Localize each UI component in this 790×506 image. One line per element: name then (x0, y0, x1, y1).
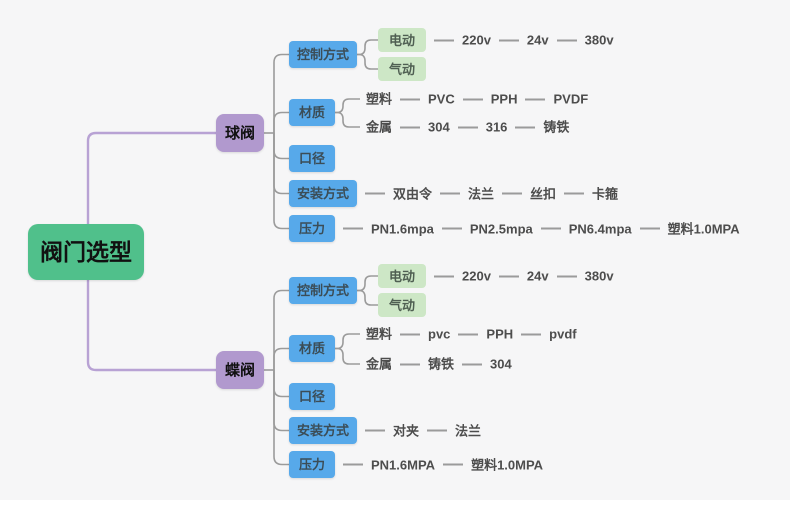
link-separator (498, 275, 519, 277)
text-node-pvc[interactable]: pvc (428, 326, 451, 342)
leaf-node-butterfly-pneumatic[interactable]: 气动 (378, 293, 426, 317)
chain-row-ball-pressure: PN1.6mpa PN2.5mpa PN6.4mpa 塑料1.0MPA (335, 222, 740, 235)
link-separator (440, 192, 461, 195)
category-node-ball-pressure[interactable]: 压力 (289, 215, 335, 242)
link-separator (556, 275, 577, 277)
leaf-node-ball-pneumatic[interactable]: 气动 (378, 57, 426, 81)
link-separator (443, 463, 464, 466)
link-separator (400, 333, 421, 335)
chain-row-butterfly-voltage: 220v 24v 380v (426, 270, 614, 283)
link-separator (434, 275, 454, 277)
text-node-plastic[interactable]: 塑料 (366, 326, 393, 342)
text-node-voltage-220v[interactable]: 220v (462, 32, 491, 48)
text-node-pvdf[interactable]: PVDF (553, 91, 589, 107)
text-node-plastic[interactable]: 塑料 (366, 91, 393, 107)
category-node-ball-control-type[interactable]: 控制方式 (289, 41, 357, 68)
text-node-pn16[interactable]: PN1.6MPA (371, 457, 436, 472)
text-node-thread[interactable]: 丝扣 (530, 186, 557, 201)
text-node-316[interactable]: 316 (485, 119, 508, 135)
text-node-clamp[interactable]: 卡箍 (592, 186, 619, 201)
text-node-pvdf[interactable]: pvdf (549, 326, 577, 342)
text-node-metal[interactable]: 金属 (366, 119, 393, 135)
link-separator (365, 192, 385, 195)
link-separator (441, 227, 462, 230)
text-node-304[interactable]: 304 (490, 356, 512, 372)
category-node-butterfly-diameter[interactable]: 口径 (289, 383, 335, 410)
link-separator (400, 126, 421, 128)
text-node-pvc[interactable]: PVC (428, 91, 455, 107)
link-separator (400, 98, 421, 100)
category-node-ball-install-method[interactable]: 安装方式 (289, 180, 357, 207)
branch-node-butterfly-valve[interactable]: 蝶阀 (216, 351, 264, 389)
chain-row-ball-plastic: 塑料 PVC PPH PVDF (366, 93, 588, 106)
text-node-plastic-10mpa[interactable]: 塑料1.0MPA (667, 221, 740, 236)
text-node-cast-iron[interactable]: 铸铁 (543, 119, 570, 135)
text-node-pn16[interactable]: PN1.6mpa (371, 221, 434, 236)
link-separator (365, 429, 385, 432)
branch-node-ball-valve[interactable]: 球阀 (216, 114, 264, 152)
link-separator (457, 126, 478, 128)
text-node-pn25[interactable]: PN2.5mpa (469, 221, 533, 236)
link-separator (515, 126, 536, 128)
link-separator (400, 363, 421, 365)
text-node-flange[interactable]: 法兰 (455, 423, 482, 438)
link-separator (498, 39, 519, 41)
link-separator (525, 98, 546, 100)
text-node-pph[interactable]: PPH (490, 91, 518, 107)
chain-row-ball-voltage: 220v 24v 380v (426, 34, 614, 47)
link-separator (462, 98, 483, 100)
chain-row-ball-metal: 金属 304 316 铸铁 (366, 121, 569, 134)
leaf-node-ball-electric[interactable]: 电动 (378, 28, 426, 52)
chain-row-butterfly-pressure: PN1.6MPA 塑料1.0MPA (335, 458, 543, 471)
link-separator (343, 227, 363, 230)
text-node-voltage-220v[interactable]: 220v (462, 268, 491, 284)
text-node-voltage-24v[interactable]: 24v (526, 268, 549, 284)
category-node-butterfly-material[interactable]: 材质 (289, 335, 335, 362)
category-node-butterfly-control-type[interactable]: 控制方式 (289, 277, 357, 304)
page-edge (0, 500, 790, 506)
category-node-butterfly-pressure[interactable]: 压力 (289, 451, 335, 478)
chain-row-butterfly-metal: 金属 铸铁 304 (366, 358, 512, 371)
link-separator (427, 429, 448, 432)
link-separator (521, 333, 542, 335)
text-node-pph[interactable]: PPH (486, 326, 514, 342)
link-separator (502, 192, 523, 195)
link-separator (556, 39, 577, 41)
link-separator (540, 227, 561, 230)
text-node-cast-iron[interactable]: 铸铁 (428, 356, 455, 372)
text-node-double-union[interactable]: 双由令 (393, 186, 433, 201)
link-separator (458, 333, 479, 335)
link-separator (639, 227, 660, 230)
chain-row-butterfly-install: 对夹 法兰 (357, 424, 481, 437)
text-node-voltage-24v[interactable]: 24v (526, 32, 549, 48)
link-separator (564, 192, 585, 195)
text-node-plastic-10mpa[interactable]: 塑料1.0MPA (471, 457, 544, 472)
link-separator (462, 363, 483, 365)
root-node-valve-selection[interactable]: 阀门选型 (28, 224, 144, 280)
chain-row-ball-install: 双由令 法兰 丝扣 卡箍 (357, 187, 618, 200)
text-node-voltage-380v[interactable]: 380v (584, 268, 614, 284)
chain-row-butterfly-plastic: 塑料 pvc PPH pvdf (366, 328, 577, 341)
text-node-wafer[interactable]: 对夹 (393, 423, 420, 438)
text-node-304[interactable]: 304 (428, 119, 450, 135)
text-node-flange[interactable]: 法兰 (468, 186, 495, 201)
text-node-pn64[interactable]: PN6.4mpa (568, 221, 632, 236)
link-separator (343, 463, 363, 466)
text-node-metal[interactable]: 金属 (366, 356, 393, 372)
category-node-ball-diameter[interactable]: 口径 (289, 145, 335, 172)
category-node-ball-material[interactable]: 材质 (289, 99, 335, 126)
category-node-butterfly-install-method[interactable]: 安装方式 (289, 417, 357, 444)
leaf-node-butterfly-electric[interactable]: 电动 (378, 264, 426, 288)
text-node-voltage-380v[interactable]: 380v (584, 32, 614, 48)
link-separator (434, 39, 454, 41)
